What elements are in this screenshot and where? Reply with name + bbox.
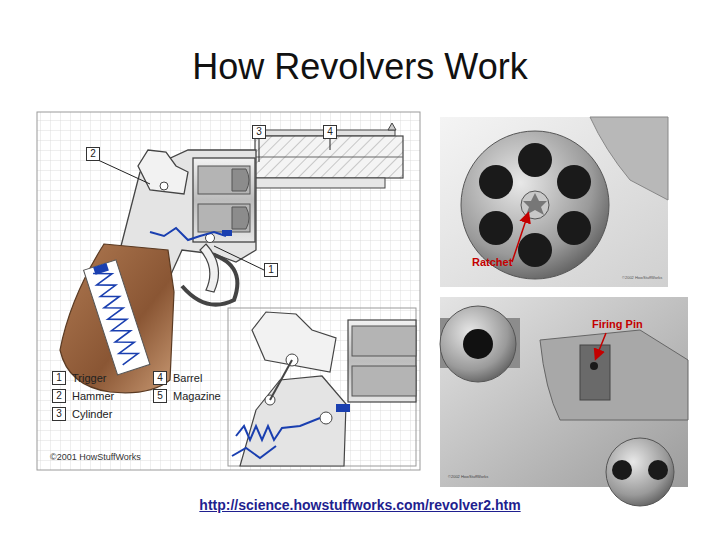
legend-entry: 4 Barrel [153,371,202,385]
chamber [518,143,552,177]
hand [222,230,232,236]
inset-frame [240,376,346,466]
chamber [479,211,513,245]
chamber [198,204,250,232]
chamber [648,460,668,480]
grip-cutout [84,260,150,375]
part-name: Cylinder [72,408,112,420]
hammer [138,150,188,194]
callout-number: 3 [52,407,66,421]
inset-chamber [352,326,416,356]
bullet [232,207,249,229]
slide-title: How Revolvers Work [0,46,720,88]
callout-number: 4 [153,371,167,385]
bore [463,329,493,359]
inset-cylinder [348,320,416,402]
part-name: Magazine [173,390,221,402]
inset-hand [336,404,350,412]
leader-line [330,138,331,150]
inset-spring [236,418,320,440]
callout-number: 1 [52,371,66,385]
grid-panel [37,112,420,470]
grip [60,244,174,393]
chamber [557,211,591,245]
ratchet [521,191,549,219]
callout-number: 2 [86,147,100,161]
callout-number: 4 [323,125,337,139]
inset-spring [232,446,276,458]
chamber [612,460,632,480]
callout-box: 2 [86,147,100,161]
part-label: Ratchet [472,256,512,268]
callout-number: 2 [52,389,66,403]
legend-entry: 5 Magazine [153,389,221,403]
trigger-spring [150,228,226,240]
firing-pin [590,362,598,370]
inset-panel [228,308,416,466]
source-link: http://science.howstuffworks.com/revolve… [0,497,720,513]
cylinder-face [461,131,609,279]
callout-box: 4 [323,125,337,139]
part-name: Trigger [72,372,106,384]
inset-hammer [252,312,336,372]
chamber [518,233,552,267]
frame [540,330,688,420]
pivot [160,182,168,190]
legend-entry: 3 Cylinder [52,407,112,421]
bullet [232,169,249,191]
cylinder [606,438,674,506]
ratchet-teeth [523,193,547,215]
trigger [200,244,219,292]
chamber [557,165,591,199]
inset-chamber [352,366,416,396]
inset-pivot [320,412,332,424]
part-label: Firing Pin [592,318,643,330]
bore-line [255,157,403,158]
legend-entry: 1 Trigger [52,371,106,385]
watermark: ©2002 HowStuffWorks [448,474,488,479]
callout-number: 5 [153,389,167,403]
leader-line [98,160,150,184]
inset-link [270,360,292,400]
part-name: Barrel [173,372,202,384]
leader-line [259,138,260,162]
chamber [198,166,250,194]
legend-entry: 2 Hammer [52,389,114,403]
callout-number: 3 [252,125,266,139]
recoil-shield [580,345,610,400]
cylinder [193,158,255,242]
leader-line [214,246,264,270]
chamber [479,165,513,199]
pointer-arrow [596,333,606,358]
watermark: ©2002 HowStuffWorks [622,275,662,280]
muzzle [440,306,516,382]
pointer-arrow [512,214,528,262]
copyright-note: ©2001 HowStuffWorks [50,452,141,462]
callout-box: 3 [252,125,266,139]
ejector-rod [255,178,385,188]
part-name: Hammer [72,390,114,402]
callout-box: 1 [264,263,278,277]
callout-number: 1 [264,263,278,277]
photo-cylinder [440,117,668,287]
front-sight [388,123,396,130]
barrel [255,136,403,178]
